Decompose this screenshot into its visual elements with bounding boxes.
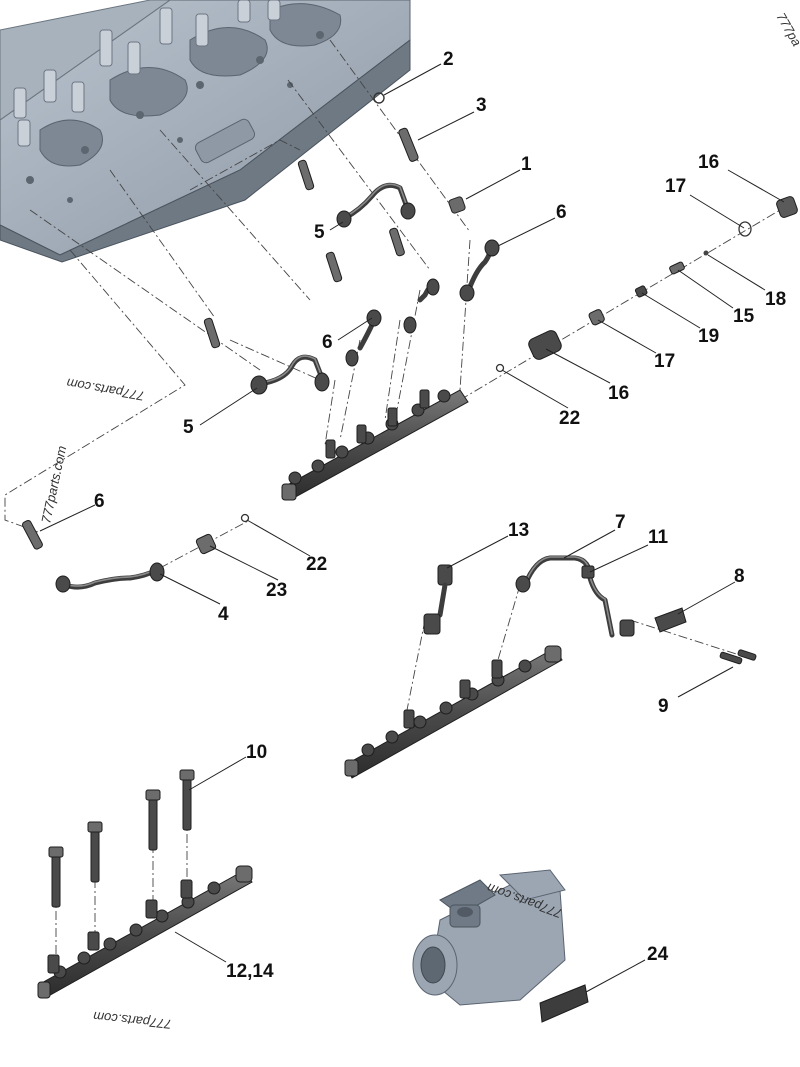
injector-nozzles-upper: [203, 159, 405, 349]
callout-numbers: 2 3 1 6 5 6 5 6 4 23 22 22 16 17 19 15 1…: [94, 49, 786, 982]
injector-line-5-lower: [250, 354, 330, 395]
watermark-corner: 777pa: [773, 10, 800, 49]
fuel-rail-upper: [281, 389, 469, 501]
part-16-cap: [776, 196, 798, 218]
callout-15: 15: [733, 306, 755, 327]
fuel-rail-lower: [37, 865, 253, 999]
callout-3: 3: [476, 95, 487, 116]
cylinder-head: [0, 0, 411, 263]
callout-22-right: 22: [559, 408, 580, 429]
callout-2: 2: [443, 49, 454, 70]
part-22-seal-right: [495, 363, 505, 373]
part-20-ball: [703, 250, 709, 256]
part-3-connector-tube: [398, 127, 419, 162]
part-19-valve-body: [588, 309, 605, 326]
callout-13: 13: [508, 520, 529, 541]
callout-23: 23: [266, 580, 287, 601]
callout-7: 7: [615, 512, 626, 533]
callout-6-upper: 6: [556, 202, 567, 223]
callout-16: 16: [698, 152, 719, 173]
callout-6-left: 6: [94, 491, 105, 512]
callout-8: 8: [734, 566, 745, 587]
part-23-fitting: [195, 533, 217, 555]
callout-9: 9: [658, 696, 669, 717]
part-9-bolts: [719, 649, 757, 665]
injector-line-5-upper: [336, 182, 416, 228]
callout-20: 18: [765, 289, 786, 310]
part-15-spring: [669, 261, 685, 275]
part-13-pressure-sensor: [423, 564, 453, 635]
callout-21: 19: [698, 326, 719, 347]
callout-5-upper: 5: [314, 222, 325, 243]
callout-11: 11: [648, 527, 669, 548]
callout-24: 24: [647, 944, 669, 965]
callout-22-left: 22: [306, 554, 327, 575]
part-2-seal-ring: [373, 92, 385, 104]
part-10-bolts: [48, 769, 195, 908]
callout-6-mid: 6: [322, 332, 333, 353]
leader-lines: [39, 63, 785, 993]
callout-18: 16: [608, 383, 629, 404]
thermostat-housing: [412, 869, 566, 1006]
fuel-rail-middle: [344, 645, 563, 779]
callout-17: 17: [665, 176, 686, 197]
watermark-2: 777parts.com: [38, 444, 69, 524]
callout-1: 1: [521, 154, 532, 175]
part-7-fuel-line: [515, 555, 635, 638]
callout-4: 4: [218, 604, 229, 625]
injector-line-6-mid: [345, 239, 500, 367]
part-17-o-ring: [738, 221, 752, 237]
part-11-clip: [581, 565, 595, 579]
callout-12-14: 12,14: [226, 961, 274, 982]
part-22-seal-left: [240, 513, 250, 523]
callout-19: 17: [654, 351, 675, 372]
watermark-1: 777parts.com: [65, 375, 145, 403]
part-18-pressure-limiter: [528, 330, 562, 360]
callout-5-lower: 5: [183, 417, 194, 438]
part-1-nut: [448, 196, 466, 214]
part-24-gasket: [539, 984, 589, 1023]
injector-line-4: [21, 519, 165, 593]
watermark-4: 777parts.com: [92, 1009, 172, 1032]
callout-10: 10: [246, 742, 267, 763]
